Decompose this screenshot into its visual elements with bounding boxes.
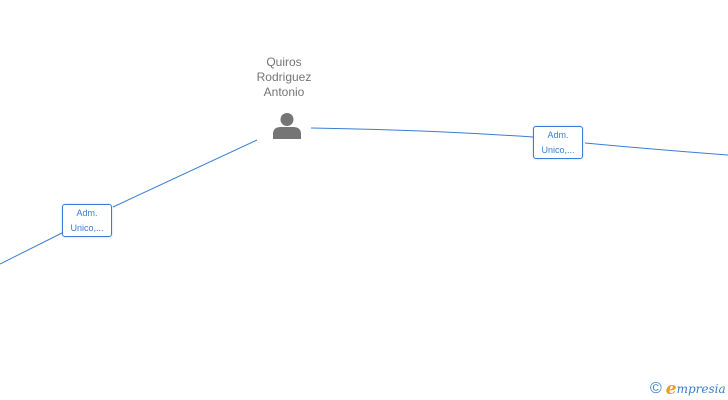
person-name-line-1: Quiros xyxy=(266,55,302,69)
person-name-line-3: Antonio xyxy=(263,85,305,99)
person-node-label[interactable]: Quiros Rodriguez Antonio xyxy=(234,55,334,100)
relation-role-box-left[interactable]: Adm. Unico,... xyxy=(62,204,112,237)
relation-role-box-right[interactable]: Adm. Unico,... xyxy=(533,126,583,159)
empresia-watermark: © e mpresia xyxy=(650,378,726,400)
copyright-icon: © xyxy=(650,380,662,397)
brand-initial: e xyxy=(665,379,677,399)
edge-right xyxy=(310,127,728,156)
role-label-line-2: Unico,... xyxy=(70,223,104,233)
person-name-line-2: Rodriguez xyxy=(256,70,312,84)
edge-left xyxy=(0,139,258,265)
person-icon[interactable] xyxy=(272,111,302,141)
role-label-line-1: Adm. xyxy=(76,208,98,218)
role-label-line-2: Unico,... xyxy=(541,145,575,155)
brand-name: mpresia xyxy=(676,382,726,396)
role-label-line-1: Adm. xyxy=(547,130,569,140)
